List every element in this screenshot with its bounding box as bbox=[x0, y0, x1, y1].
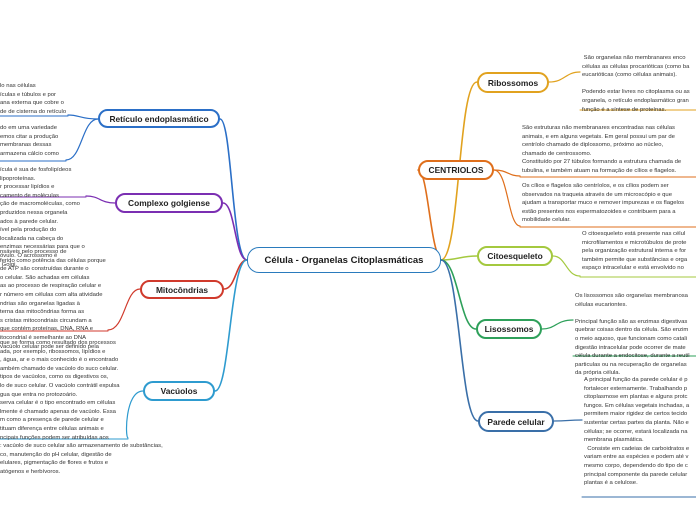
stem-parede bbox=[553, 419, 583, 422]
stem-reticulo-2 bbox=[65, 118, 99, 161]
stem-golgi bbox=[85, 195, 116, 204]
link-vacuolos bbox=[214, 259, 248, 392]
note-parede-celular: A principal função da parede celular é p… bbox=[584, 377, 690, 487]
stem-citoesqueleto bbox=[552, 255, 581, 277]
link-parede bbox=[440, 259, 479, 422]
stem-mito bbox=[107, 288, 141, 331]
branch-reticulo-endoplasmatico[interactable]: Retículo endoplasmático bbox=[98, 109, 220, 128]
branch-mitocondrias[interactable]: Mitocôndrias bbox=[140, 280, 224, 299]
link-lisossomos bbox=[440, 259, 477, 330]
link-golgi bbox=[222, 202, 248, 261]
note-citoesqueleto: O citoesqueleto está presente nas célul … bbox=[582, 231, 688, 272]
stem-lisossomos bbox=[541, 319, 574, 330]
note-lisossomos: Os lisossomos são organelas membranosa c… bbox=[575, 293, 690, 377]
branch-complexo-golgiense[interactable]: Complexo golgiense bbox=[115, 193, 223, 213]
stem-centriolos-1 bbox=[493, 169, 521, 177]
note-vacuolos: que se forma como resultado dos processo… bbox=[0, 340, 163, 475]
central-topic[interactable]: Célula - Organelas Citoplasmáticas bbox=[247, 247, 441, 273]
note-mitocondrias: nsáveis pelo processo de ferido como pot… bbox=[0, 249, 106, 350]
branch-citoesqueleto[interactable]: Citoesqueleto bbox=[477, 246, 553, 266]
note-centriolos-2: Os cílios e flagelos são centríolos, e o… bbox=[522, 183, 685, 224]
stem-reticulo-1 bbox=[67, 114, 99, 120]
branch-parede-celular[interactable]: Parede celular bbox=[478, 411, 554, 432]
stem-ribossomos bbox=[548, 71, 581, 83]
stem-centriolos-2 bbox=[493, 169, 521, 227]
note-centriolos-1: São estruturas não membranares encontrad… bbox=[522, 125, 682, 174]
branch-lisossomos[interactable]: Lisossomos bbox=[476, 319, 542, 339]
note-reticulo-1: lo nas células ículas e túbulos e por an… bbox=[0, 83, 67, 115]
stem-vacuolos bbox=[125, 390, 144, 439]
note-golgi: ícula é sua de fosfolipídeos lipoproteín… bbox=[0, 167, 85, 268]
link-reticulo bbox=[219, 118, 248, 261]
branch-ribossomos[interactable]: Ribossomos bbox=[477, 72, 549, 93]
note-ribossomos: São organelas não membranares enco célul… bbox=[582, 55, 690, 113]
link-citoesqueleto bbox=[440, 255, 478, 261]
note-reticulo-2: do em uma variedade emos citar a produçã… bbox=[0, 125, 59, 157]
branch-vacuolos[interactable]: Vacúolos bbox=[143, 381, 215, 401]
branch-centriolos[interactable]: CENTRIOLOS bbox=[418, 160, 494, 180]
